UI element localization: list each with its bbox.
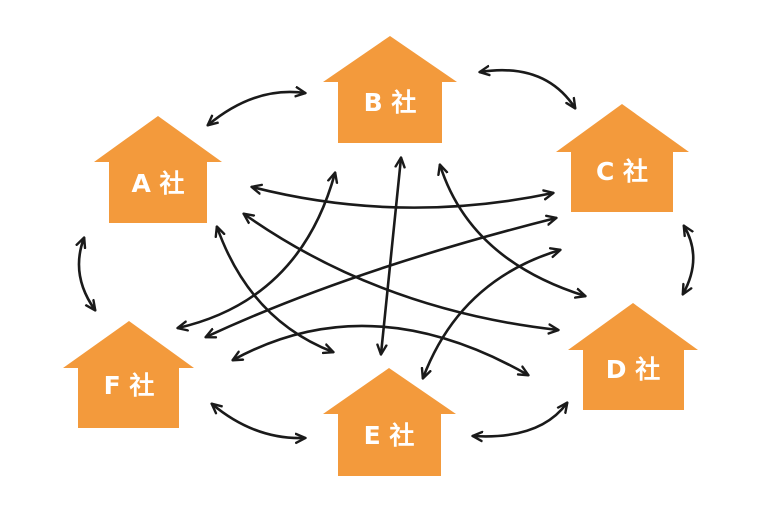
house-shape	[63, 321, 194, 428]
house-shape	[323, 368, 456, 476]
arrow-b-e	[381, 158, 401, 354]
house-shape	[94, 116, 222, 223]
arrow-c-d	[683, 226, 695, 294]
house-label-c: C 社	[596, 157, 648, 186]
arrow-b-c	[480, 70, 575, 108]
house-shape	[323, 36, 457, 143]
arrow-c-e	[423, 250, 560, 378]
house-label-f: F 社	[104, 371, 155, 400]
arrow-f-a	[79, 238, 95, 310]
house-shape	[568, 303, 698, 410]
arrow-a-b	[208, 92, 305, 125]
company-b-house: B 社	[323, 36, 457, 143]
arrow-e-f	[212, 404, 305, 438]
connection-arrows	[79, 70, 695, 438]
house-label-a: A 社	[131, 169, 184, 198]
arrow-c-f	[206, 218, 556, 337]
arrow-a-e	[217, 227, 333, 352]
company-f-house: F 社	[63, 321, 194, 428]
arrow-d-f	[233, 324, 528, 375]
company-d-house: D 社	[568, 303, 698, 410]
arrow-d-e	[473, 403, 567, 436]
house-label-d: D 社	[606, 355, 660, 384]
house-label-e: E 社	[364, 421, 415, 450]
company-c-house: C 社	[556, 104, 689, 212]
arrow-a-c	[252, 187, 553, 209]
company-e-house: E 社	[323, 368, 456, 476]
house-shape	[556, 104, 689, 212]
company-a-house: A 社	[94, 116, 222, 223]
house-label-b: B 社	[364, 88, 417, 117]
